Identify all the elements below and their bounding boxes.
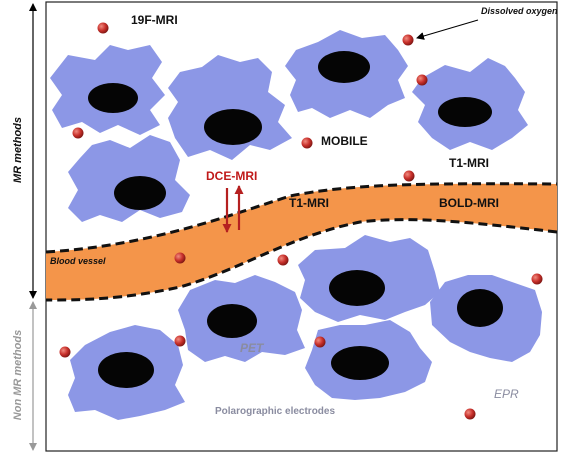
label-blood-vessel: Blood vessel (50, 256, 106, 266)
tumor-cell (50, 45, 165, 135)
dissolved-oxygen-arrow (416, 19, 479, 40)
label-t1-mri-tissue: T1-MRI (449, 156, 489, 170)
cell-nucleus (204, 109, 262, 145)
cell-nucleus (438, 97, 492, 127)
oxygen-dot (314, 336, 326, 348)
oxygen-dot (402, 34, 414, 46)
cell-nucleus (331, 346, 389, 380)
label-pet: PET (240, 341, 265, 355)
oxygen-dot (531, 273, 543, 285)
label-dce-mri: DCE-MRI (206, 169, 257, 183)
tumor-cell (168, 55, 292, 160)
dce-exchange-arrows (222, 185, 244, 233)
tumor-cell (298, 235, 440, 322)
oxygen-dot (174, 252, 186, 264)
cell-nucleus (207, 304, 257, 338)
tumor-cell (430, 275, 542, 362)
cell-nucleus (88, 83, 138, 113)
oxygen-dot (174, 335, 186, 347)
cell-nucleus (457, 289, 503, 327)
oxygen-dots (59, 22, 543, 420)
tumor-cell (68, 135, 190, 222)
oxygen-dot (59, 346, 71, 358)
label-t1-mri-vessel: T1-MRI (289, 196, 329, 210)
label-bold-mri: BOLD-MRI (439, 196, 499, 210)
tumor-cell (412, 58, 528, 150)
cell-nucleus (329, 270, 385, 306)
tumor-cell (68, 325, 185, 420)
tumor-cell (285, 30, 408, 118)
oxygen-dot (416, 74, 428, 86)
cell-nucleus (98, 352, 154, 388)
oxygen-dot (277, 254, 289, 266)
label-dissolved-oxygen: Dissolved oxygen (481, 6, 558, 16)
vessel-lower-wall (45, 218, 558, 302)
tumor-cell (178, 275, 305, 362)
non-mr-methods-label: Non MR methods (12, 330, 24, 420)
label-19f-mri: 19F-MRI (131, 13, 178, 27)
oxygen-dot (72, 127, 84, 139)
mr-methods-label: MR methods (12, 117, 24, 183)
cell-nucleus (318, 51, 370, 83)
blood-vessel (46, 183, 557, 300)
oxygen-dot (97, 22, 109, 34)
label-epr: EPR (494, 387, 519, 401)
oxygen-dot (403, 170, 415, 182)
oxygen-dot (464, 408, 476, 420)
oxygen-dot (301, 137, 313, 149)
vessel-upper-wall (45, 182, 558, 254)
cell-nucleus (114, 176, 166, 210)
tumor-cell (305, 320, 432, 400)
label-polarographic-electrodes: Polarographic electrodes (215, 406, 335, 417)
label-mobile: MOBILE (321, 134, 368, 148)
